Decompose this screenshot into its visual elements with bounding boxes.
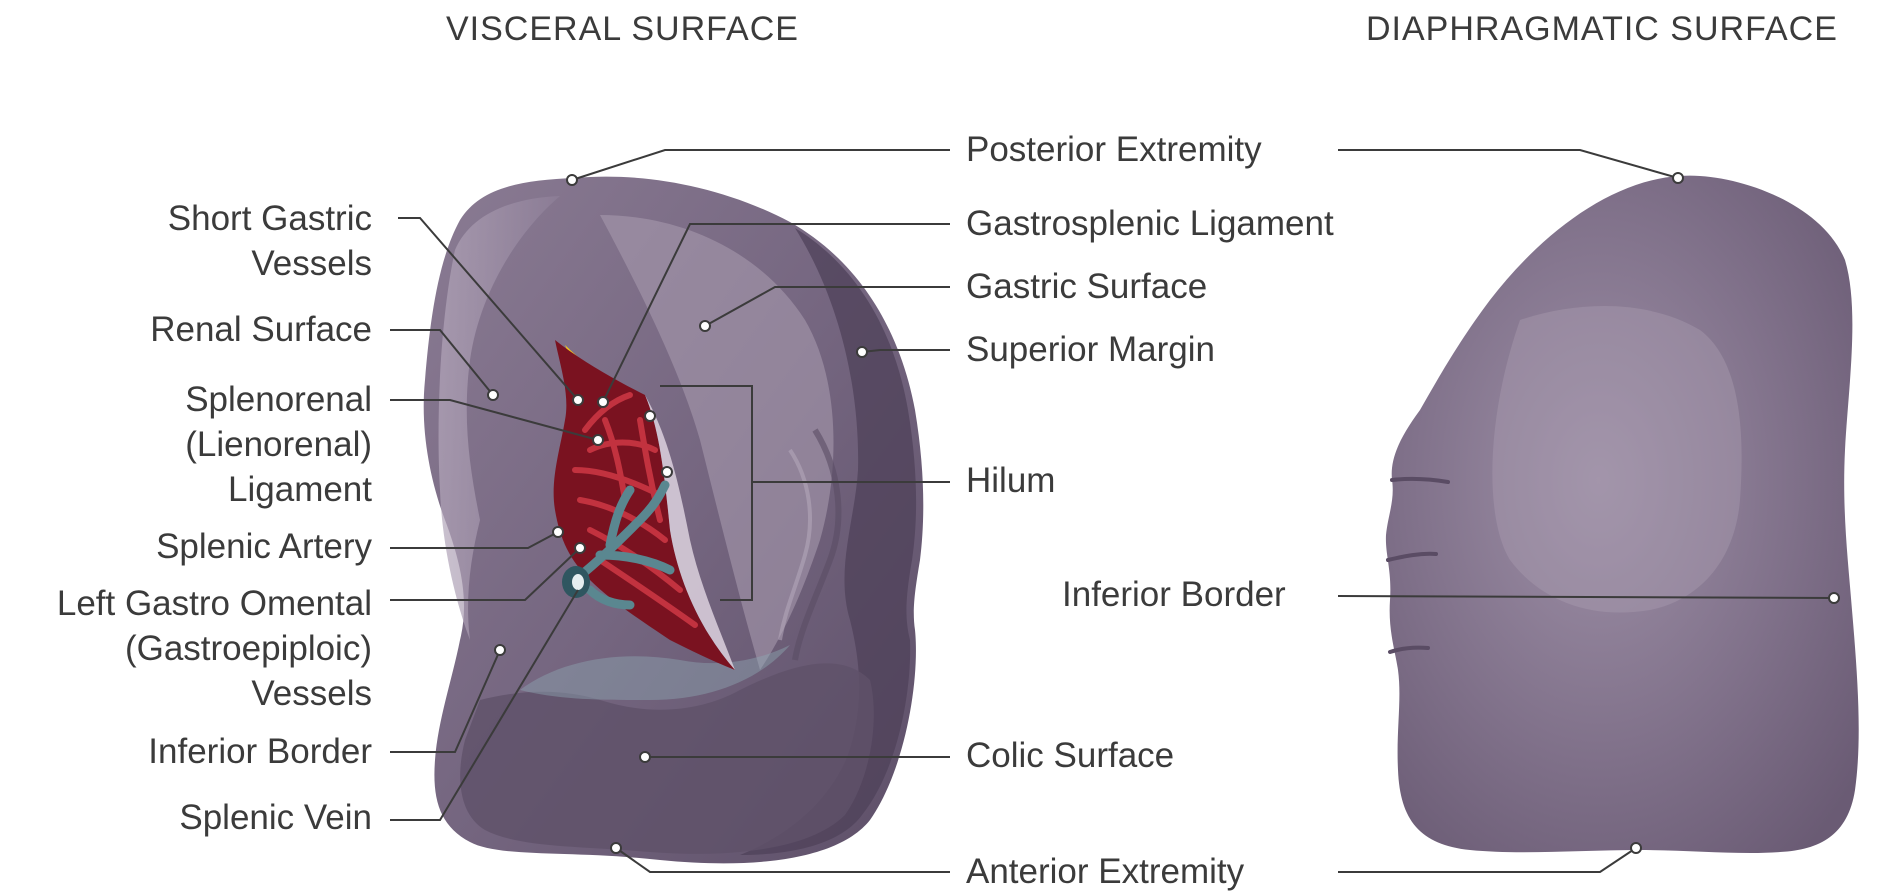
marker-splenorenal-ligament	[593, 435, 603, 445]
label-colic-surface: Colic Surface	[966, 735, 1174, 777]
label-left-gastro-omental-line3: Vessels	[251, 673, 372, 715]
label-splenic-vein: Splenic Vein	[179, 797, 372, 839]
diaphragmatic-spleen	[1386, 176, 1859, 853]
label-gastric-surface: Gastric Surface	[966, 266, 1207, 308]
marker-anterior-extremity-left	[611, 843, 621, 853]
label-short-gastric-line1: Short Gastric	[168, 198, 372, 240]
marker-gastrosplenic-ligament	[598, 397, 608, 407]
label-left-gastro-omental-line1: Left Gastro Omental	[57, 583, 372, 625]
marker-superior-margin	[857, 347, 867, 357]
label-gastrosplenic-ligament: Gastrosplenic Ligament	[966, 203, 1334, 245]
marker-posterior-extremity-right	[1673, 173, 1683, 183]
label-inferior-border-right: Inferior Border	[1062, 574, 1286, 616]
splenic-vein-lumen	[572, 574, 584, 590]
marker-inferior-border-right	[1829, 593, 1839, 603]
label-splenorenal-line1: Splenorenal	[185, 379, 372, 421]
label-splenorenal-line3: Ligament	[228, 469, 372, 511]
marker-renal-surface	[488, 390, 498, 400]
marker-short-gastric-vessels	[573, 395, 583, 405]
label-anterior-extremity: Anterior Extremity	[966, 851, 1244, 893]
marker-inferior-border-left	[495, 645, 505, 655]
diaphragmatic-highlight	[1492, 306, 1741, 612]
label-splenorenal-line2: (Lienorenal)	[185, 424, 372, 466]
diaphragmatic-surface-title: DIAPHRAGMATIC SURFACE	[1366, 10, 1838, 49]
marker-colic-surface	[640, 752, 650, 762]
marker-anterior-extremity-right	[1631, 843, 1641, 853]
marker-gastric-surface	[700, 321, 710, 331]
label-posterior-extremity: Posterior Extremity	[966, 129, 1262, 171]
label-splenic-artery: Splenic Artery	[156, 526, 372, 568]
visceral-spleen	[424, 177, 924, 864]
label-renal-surface: Renal Surface	[150, 309, 372, 351]
label-inferior-border-left: Inferior Border	[148, 731, 372, 773]
marker-splenic-artery	[553, 527, 563, 537]
label-superior-margin: Superior Margin	[966, 329, 1215, 371]
label-short-gastric-line2: Vessels	[251, 243, 372, 285]
label-left-gastro-omental-line2: (Gastroepiploic)	[125, 628, 372, 670]
marker-hilum-upper	[645, 411, 655, 421]
marker-posterior-extremity-left	[567, 175, 577, 185]
label-hilum: Hilum	[966, 460, 1055, 502]
marker-left-gastro-omental	[575, 543, 585, 553]
visceral-surface-title: VISCERAL SURFACE	[446, 10, 799, 49]
marker-hilum	[662, 467, 672, 477]
